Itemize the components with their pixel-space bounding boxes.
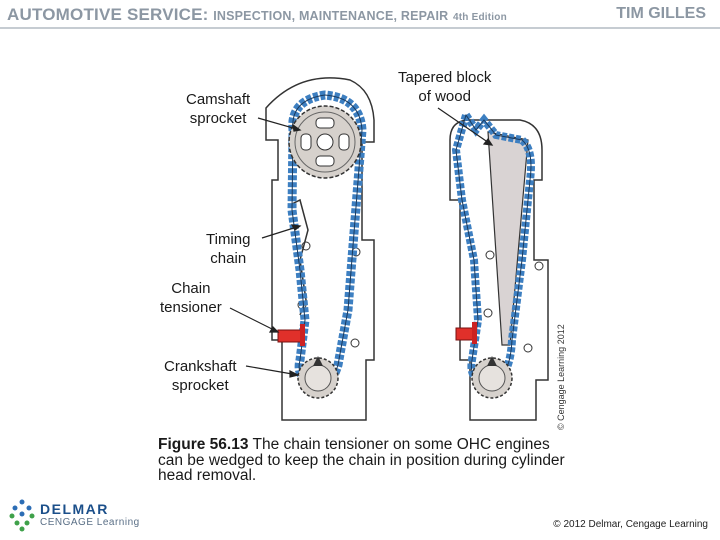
book-author: TIM GILLES (616, 5, 706, 22)
label-camshaft-line1: Camshaft (186, 91, 251, 108)
figure-caption: Figure 56.13 The chain tensioner on some… (158, 437, 578, 484)
image-credit: © Cengage Learning 2012 (556, 324, 566, 430)
label-tapered-block: Tapered block of wood (398, 68, 491, 106)
label-chain-tensioner: Chain tensioner (160, 279, 222, 317)
delmar-logo: DELMAR CENGAGE Learning (8, 498, 140, 534)
label-timing-line2: chain (210, 250, 247, 267)
label-camshaft-line2: sprocket (189, 110, 247, 127)
book-title-sub: INSPECTION, MAINTENANCE, REPAIR (213, 9, 449, 23)
header-divider (0, 27, 720, 29)
logo-mark-icon (9, 499, 35, 532)
header: AUTOMOTIVE SERVICE: INSPECTION, MAINTENA… (0, 0, 720, 30)
logo-subtitle: CENGAGE Learning (40, 517, 140, 528)
book-title: AUTOMOTIVE SERVICE: INSPECTION, MAINTENA… (7, 5, 507, 25)
label-tensioner-line1: Chain (171, 280, 211, 297)
left-crankshaft-sprocket (297, 356, 339, 399)
engine-diagram (229, 77, 549, 421)
label-tensioner-line2: tensioner (160, 299, 222, 316)
book-title-main: AUTOMOTIVE SERVICE: (7, 5, 209, 24)
figure-number: Figure 56.13 (158, 436, 249, 453)
left-chain-tensioner (277, 324, 305, 346)
label-tapered-line1: Tapered block (398, 69, 492, 86)
right-crankshaft-sprocket (471, 356, 513, 399)
figure-text: The chain tensioner on some OHC engines … (158, 436, 565, 484)
label-crankshaft-sprocket: Crankshaft sprocket (164, 357, 237, 395)
copyright-notice: © 2012 Delmar, Cengage Learning (553, 519, 708, 530)
logo-name: DELMAR (40, 501, 109, 517)
label-tapered-line2: of wood (418, 88, 471, 105)
label-camshaft-sprocket: Camshaft sprocket (186, 90, 250, 128)
label-timing-chain: Timing chain (206, 230, 250, 268)
label-timing-line1: Timing (206, 231, 251, 248)
left-camshaft-sprocket (288, 105, 362, 179)
left-engine (265, 77, 375, 421)
right-engine (449, 105, 549, 421)
label-crankshaft-line2: sprocket (171, 377, 229, 394)
book-edition: 4th Edition (453, 12, 507, 23)
leader-lines (229, 107, 494, 378)
label-crankshaft-line1: Crankshaft (164, 358, 237, 375)
right-chain-tensioner (455, 322, 477, 344)
